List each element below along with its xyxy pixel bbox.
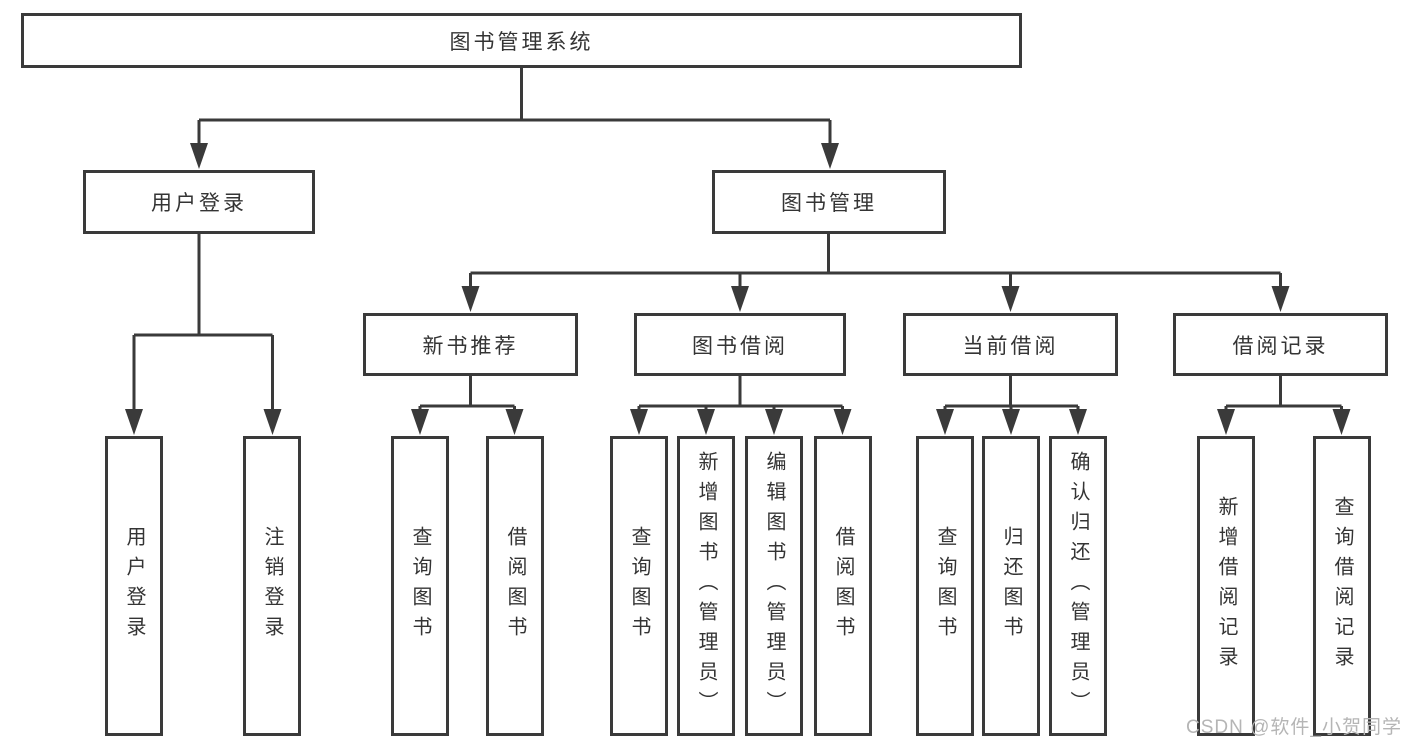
node-label: 用户登录 (151, 192, 247, 215)
arrowhead (461, 286, 480, 312)
leaf-label: 编辑图书（管理员） (763, 451, 785, 721)
leaf-label: 归还图书 (1000, 526, 1022, 646)
node-user-login: 用户登录 (83, 170, 315, 234)
leaf-query-books-current: 查询图书 (916, 436, 974, 736)
leaf-label: 新增借阅记录 (1215, 496, 1237, 676)
arrowhead (1217, 409, 1235, 435)
node-library-management-system: 图书管理系统 (21, 13, 1022, 68)
leaf-label: 查询图书 (628, 526, 650, 646)
leaf-label: 查询图书 (934, 526, 956, 646)
node-borrowing-records: 借阅记录 (1173, 313, 1388, 376)
arrowhead (1271, 286, 1290, 312)
node-label: 图书借阅 (692, 334, 788, 358)
leaf-confirm-return-admin: 确认归还（管理员） (1049, 436, 1107, 736)
leaf-label: 确认归还（管理员） (1067, 451, 1089, 721)
leaf-return-books: 归还图书 (982, 436, 1040, 736)
leaf-query-borrow-record: 查询借阅记录 (1313, 436, 1371, 736)
arrowhead (731, 286, 749, 312)
leaf-label: 新增图书（管理员） (695, 451, 717, 721)
node-label: 图书管理系统 (449, 30, 594, 54)
leaf-borrow-books-borrowing: 借阅图书 (814, 436, 872, 736)
node-label: 当前借阅 (962, 334, 1059, 358)
arrowhead (936, 409, 954, 435)
connector-book-management-to-level3 (469, 234, 1282, 292)
arrowhead (821, 143, 839, 169)
arrowhead (1002, 409, 1020, 435)
arrowhead (1069, 409, 1087, 435)
node-label: 借阅记录 (1232, 334, 1329, 358)
leaf-label: 借阅图书 (504, 526, 526, 646)
arrowhead (263, 409, 282, 435)
node-book-borrowing: 图书借阅 (634, 313, 846, 376)
node-new-book-recommendation: 新书推荐 (363, 313, 578, 376)
leaf-label: 用户登录 (123, 526, 145, 646)
node-label: 新书推荐 (422, 334, 519, 358)
arrowhead (630, 409, 648, 435)
connector-user-login-to-leaves (132, 234, 274, 416)
leaf-user-login: 用户登录 (105, 436, 163, 736)
arrowhead (411, 409, 429, 435)
arrowhead (697, 409, 715, 435)
node-current-borrowing: 当前借阅 (903, 313, 1118, 376)
connector-book-borrowing-to-leaves (637, 376, 844, 416)
arrowhead (1001, 286, 1020, 312)
arrowhead (505, 409, 524, 435)
leaf-label: 注销登录 (261, 526, 283, 646)
connector-root-to-level2 (197, 68, 832, 150)
leaf-label: 查询图书 (409, 526, 431, 646)
leaf-add-book-admin: 新增图书（管理员） (677, 436, 735, 736)
leaf-edit-book-admin: 编辑图书（管理员） (745, 436, 803, 736)
leaf-borrow-books-recommendation: 借阅图书 (486, 436, 544, 736)
leaf-logout: 注销登录 (243, 436, 301, 736)
arrowheads (125, 143, 1351, 435)
node-label: 图书管理 (781, 192, 877, 215)
leaf-query-books-recommendation: 查询图书 (391, 436, 449, 736)
connector-new-book-rec-to-leaves (418, 376, 516, 416)
node-book-management: 图书管理 (712, 170, 946, 234)
leaf-query-books-borrowing: 查询图书 (610, 436, 668, 736)
arrowhead (1332, 409, 1351, 435)
connector-borrowing-records-to-leaves (1224, 376, 1343, 416)
arrowhead (833, 409, 852, 435)
leaf-label: 查询借阅记录 (1331, 496, 1353, 676)
arrowhead (125, 409, 143, 435)
leaf-add-borrow-record: 新增借阅记录 (1197, 436, 1255, 736)
leaf-label: 借阅图书 (832, 526, 854, 646)
csdn-watermark: CSDN @软件_小贺同学 (1186, 717, 1402, 738)
arrowhead (765, 409, 783, 435)
arrowhead (190, 143, 208, 169)
